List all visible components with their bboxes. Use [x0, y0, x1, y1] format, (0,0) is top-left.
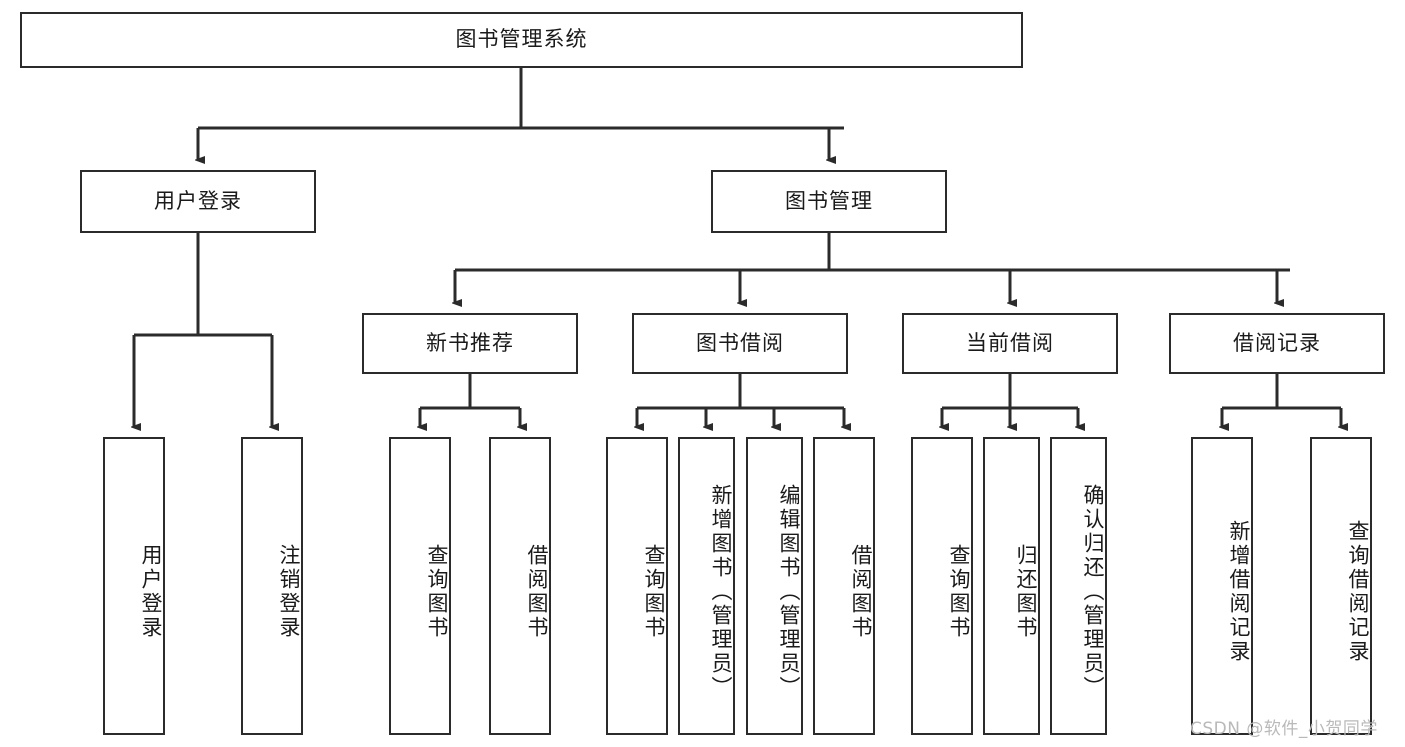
node-leaf-borrow-book-2-label: 借阅图书 [849, 544, 873, 640]
node-user-login-label: 用户登录 [154, 188, 242, 213]
node-leaf-query-record[interactable]: 查询借阅记录 [1310, 437, 1372, 735]
node-current-borrow-label: 当前借阅 [966, 330, 1054, 355]
node-leaf-user-logout[interactable]: 注销登录 [241, 437, 303, 735]
node-leaf-query-book-3-label: 查询图书 [947, 544, 971, 640]
node-current-borrow[interactable]: 当前借阅 [902, 313, 1118, 374]
node-leaf-add-record[interactable]: 新增借阅记录 [1191, 437, 1253, 735]
node-user-login[interactable]: 用户登录 [80, 170, 316, 233]
node-book-management[interactable]: 图书管理 [711, 170, 947, 233]
node-leaf-add-book-label: 新增图书（管理员） [709, 484, 733, 700]
node-root[interactable]: 图书管理系统 [20, 12, 1023, 68]
node-leaf-query-book-2-label: 查询图书 [642, 544, 666, 640]
node-root-label: 图书管理系统 [455, 27, 588, 52]
node-leaf-edit-book-label: 编辑图书（管理员） [777, 484, 801, 700]
node-leaf-query-book-3[interactable]: 查询图书 [911, 437, 973, 735]
node-leaf-return-book[interactable]: 归还图书 [983, 437, 1040, 735]
node-borrow-record[interactable]: 借阅记录 [1169, 313, 1385, 374]
node-leaf-user-login[interactable]: 用户登录 [103, 437, 165, 735]
node-book-management-label: 图书管理 [785, 188, 873, 213]
node-book-borrow-label: 图书借阅 [696, 330, 784, 355]
node-leaf-user-logout-label: 注销登录 [277, 544, 301, 640]
node-book-borrow[interactable]: 图书借阅 [632, 313, 848, 374]
node-leaf-add-record-label: 新增借阅记录 [1227, 520, 1251, 664]
node-new-book-recommend-label: 新书推荐 [426, 330, 514, 355]
node-leaf-query-record-label: 查询借阅记录 [1346, 520, 1370, 664]
node-leaf-query-book-1-label: 查询图书 [425, 544, 449, 640]
node-leaf-borrow-book-1-label: 借阅图书 [525, 544, 549, 640]
node-leaf-query-book-2[interactable]: 查询图书 [606, 437, 668, 735]
node-leaf-confirm-return[interactable]: 确认归还（管理员） [1050, 437, 1107, 735]
node-new-book-recommend[interactable]: 新书推荐 [362, 313, 578, 374]
node-leaf-query-book-1[interactable]: 查询图书 [389, 437, 451, 735]
node-leaf-edit-book[interactable]: 编辑图书（管理员） [746, 437, 803, 735]
node-leaf-add-book[interactable]: 新增图书（管理员） [678, 437, 735, 735]
node-leaf-user-login-label: 用户登录 [139, 544, 163, 640]
node-borrow-record-label: 借阅记录 [1233, 330, 1321, 355]
watermark-text: CSDN @软件_小贺同学 [1190, 719, 1378, 739]
node-leaf-borrow-book-1[interactable]: 借阅图书 [489, 437, 551, 735]
node-leaf-return-book-label: 归还图书 [1014, 544, 1038, 640]
node-leaf-confirm-return-label: 确认归还（管理员） [1081, 484, 1105, 700]
node-leaf-borrow-book-2[interactable]: 借阅图书 [813, 437, 875, 735]
